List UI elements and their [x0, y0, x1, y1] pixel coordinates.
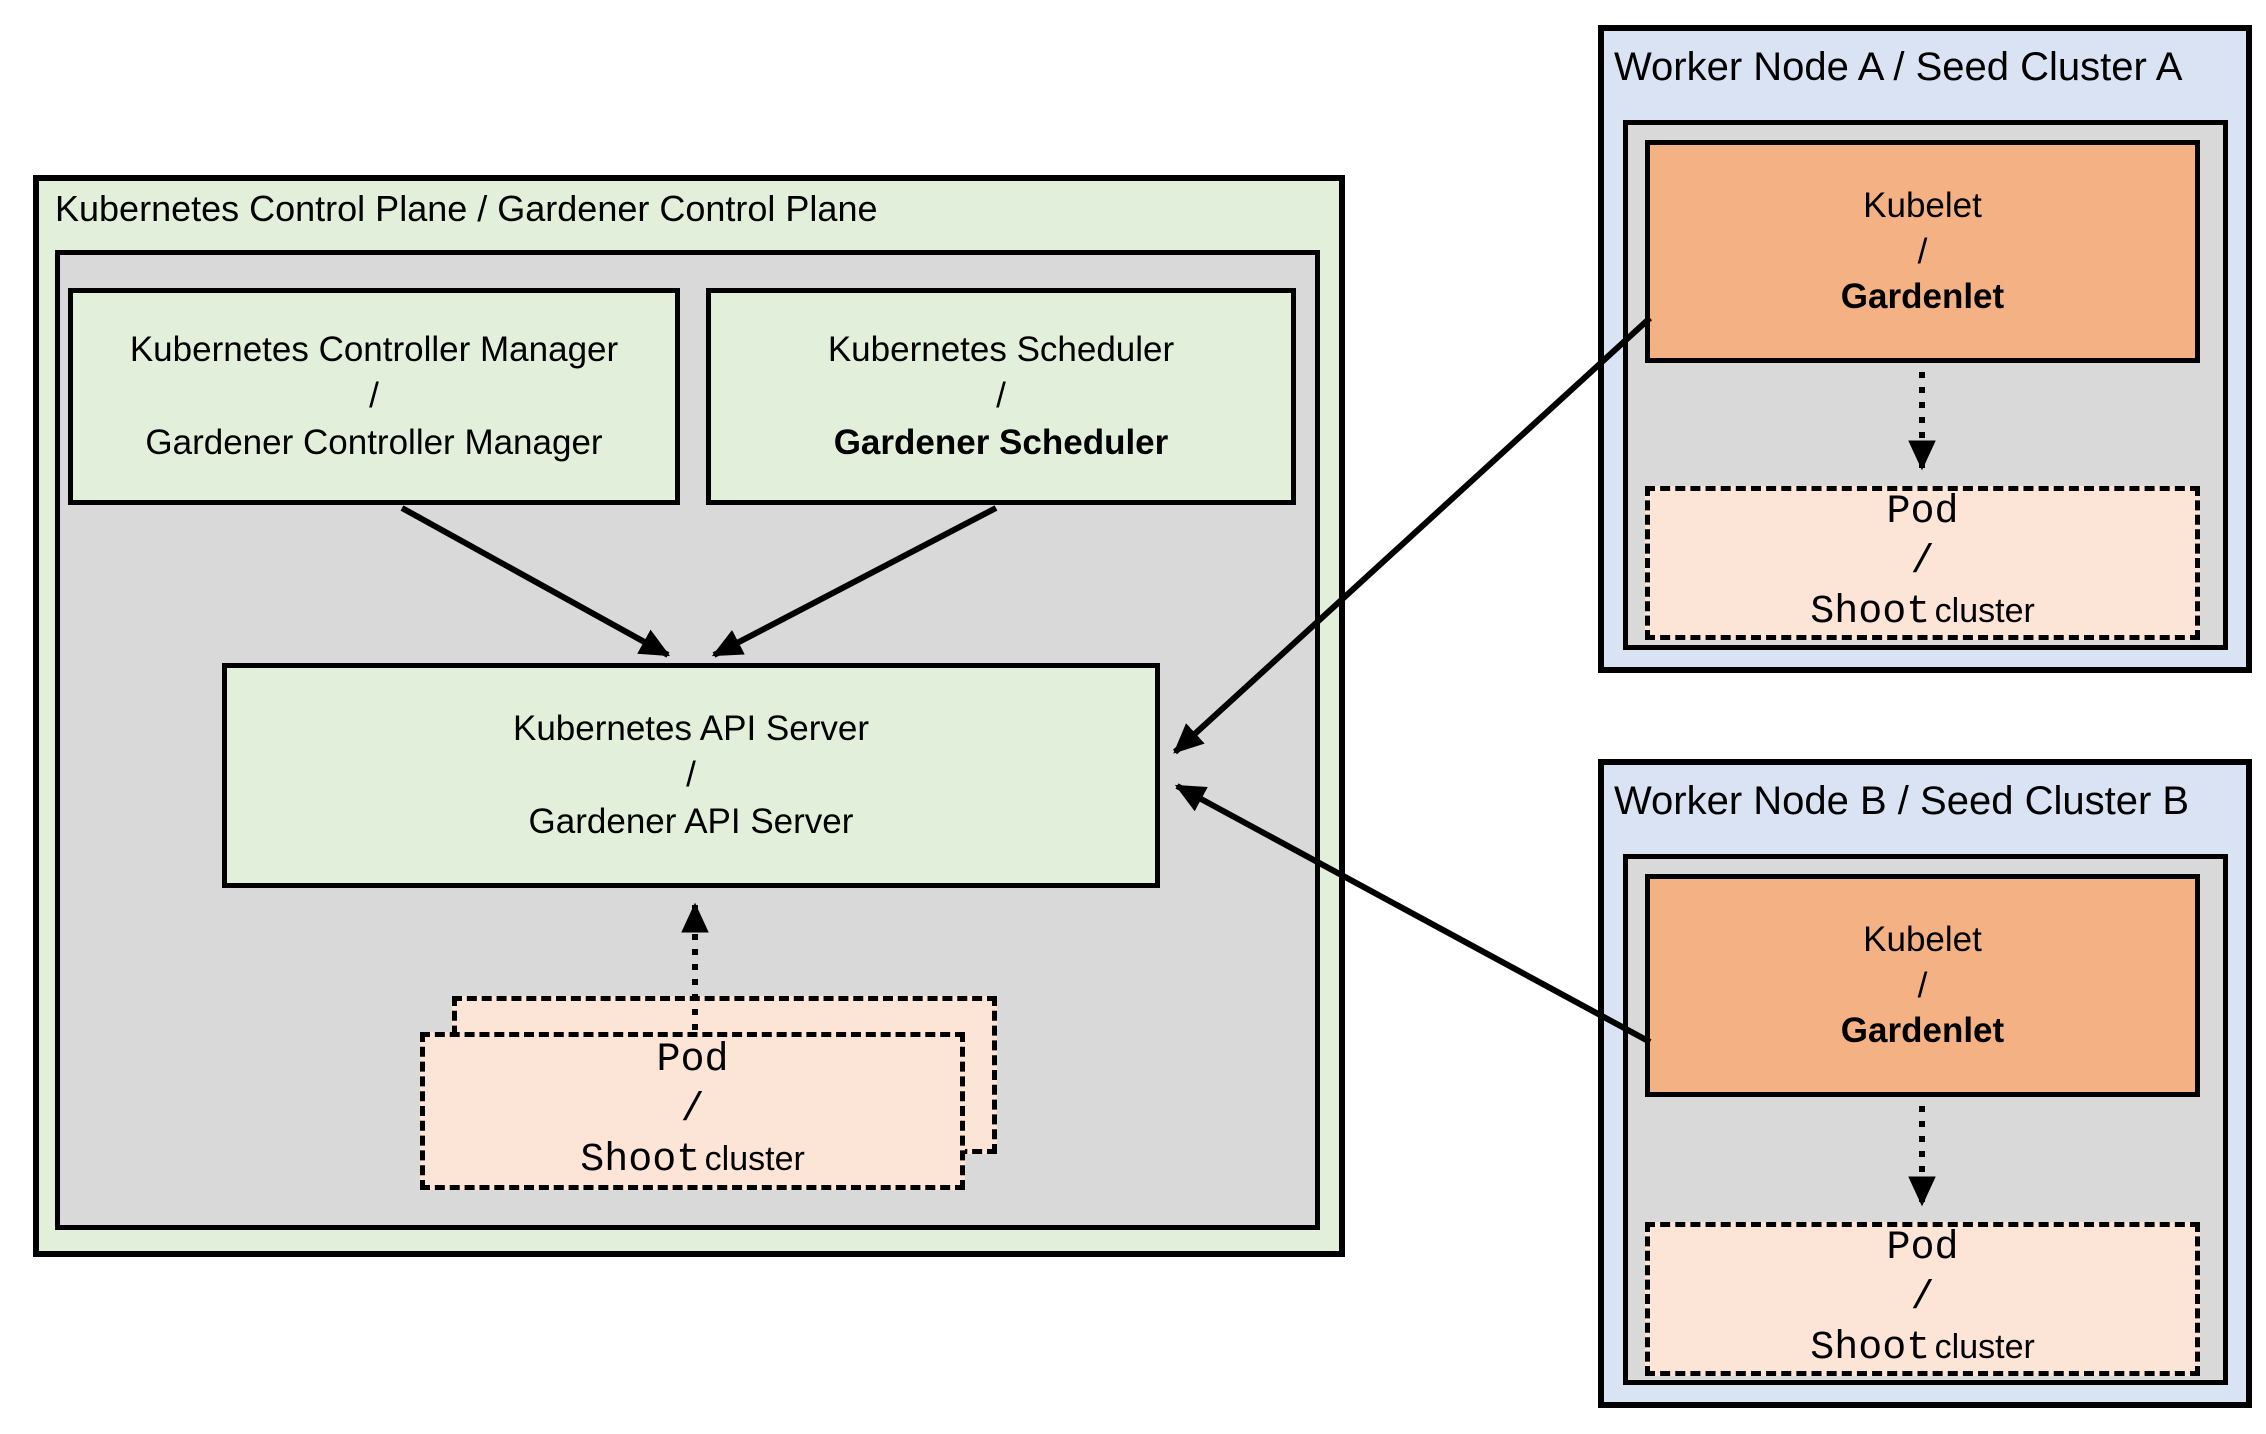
shoot-cluster-label: Shoot cluster — [580, 1136, 805, 1186]
shoot-word: Shoot — [1810, 1326, 1931, 1371]
cluster-word: cluster — [1934, 592, 2035, 630]
controller-manager-line1: Kubernetes Controller Manager — [129, 330, 619, 370]
api-server-box: Kubernetes API Server / Gardener API Ser… — [222, 663, 1160, 888]
pod-label: Pod — [1886, 490, 1959, 535]
scheduler-box: Kubernetes Scheduler / Gardener Schedule… — [706, 288, 1296, 505]
worker-node-b-inner-area: Kubelet / Gardenlet Pod / Shoot cluster — [1623, 854, 2228, 1385]
api-server-line2: Gardener API Server — [528, 801, 854, 841]
kubelet-line1: Kubelet — [1863, 920, 1982, 960]
controller-manager-line2: Gardener Controller Manager — [145, 422, 603, 462]
pod-label: Pod — [656, 1038, 729, 1083]
shoot-word: Shoot — [1810, 590, 1931, 635]
scheduler-line2: Gardener Scheduler — [833, 422, 1169, 462]
cluster-word: cluster — [704, 1140, 805, 1178]
worker-node-a-title: Worker Node A / Seed Cluster A — [1614, 45, 2183, 89]
pod-shoot-cluster-box-b: Pod / Shoot cluster — [1645, 1222, 2200, 1376]
api-server-line1: Kubernetes API Server — [512, 709, 870, 749]
shoot-cluster-label: Shoot cluster — [1810, 588, 2035, 638]
separator-slash: / — [1910, 1276, 1935, 1321]
pod-shoot-cluster-box: Pod / Shoot cluster — [420, 1032, 965, 1190]
shoot-word: Shoot — [580, 1138, 701, 1183]
scheduler-line1: Kubernetes Scheduler — [827, 330, 1175, 370]
kubelet-line2: Gardenlet — [1840, 277, 2005, 317]
kubelet-gardenlet-box-b: Kubelet / Gardenlet — [1645, 874, 2200, 1097]
separator-slash: / — [1917, 231, 1928, 271]
separator-slash: / — [686, 755, 696, 795]
worker-node-a-box: Worker Node A / Seed Cluster A Kubelet /… — [1598, 25, 2252, 673]
separator-slash: / — [369, 376, 379, 416]
worker-node-a-inner-area: Kubelet / Gardenlet Pod / Shoot cluster — [1623, 120, 2228, 650]
worker-node-b-title: Worker Node B / Seed Cluster B — [1614, 779, 2190, 823]
kubelet-line1: Kubelet — [1863, 186, 1982, 226]
separator-slash: / — [680, 1088, 705, 1133]
kubelet-gardenlet-box-a: Kubelet / Gardenlet — [1645, 140, 2200, 363]
control-plane-box: Kubernetes Control Plane / Gardener Cont… — [33, 175, 1345, 1257]
control-plane-inner-area: Kubernetes Controller Manager / Gardener… — [55, 250, 1320, 1230]
cluster-word: cluster — [1934, 1328, 2035, 1366]
separator-slash: / — [1917, 965, 1928, 1005]
worker-node-b-box: Worker Node B / Seed Cluster B Kubelet /… — [1598, 759, 2252, 1408]
separator-slash: / — [1910, 540, 1935, 585]
shoot-cluster-label: Shoot cluster — [1810, 1324, 2035, 1374]
pod-label: Pod — [1886, 1226, 1959, 1271]
controller-manager-box: Kubernetes Controller Manager / Gardener… — [68, 288, 680, 505]
control-plane-title: Kubernetes Control Plane / Gardener Cont… — [55, 188, 878, 229]
kubelet-line2: Gardenlet — [1840, 1011, 2005, 1051]
separator-slash: / — [996, 376, 1006, 416]
pod-shoot-cluster-box-a: Pod / Shoot cluster — [1645, 486, 2200, 640]
